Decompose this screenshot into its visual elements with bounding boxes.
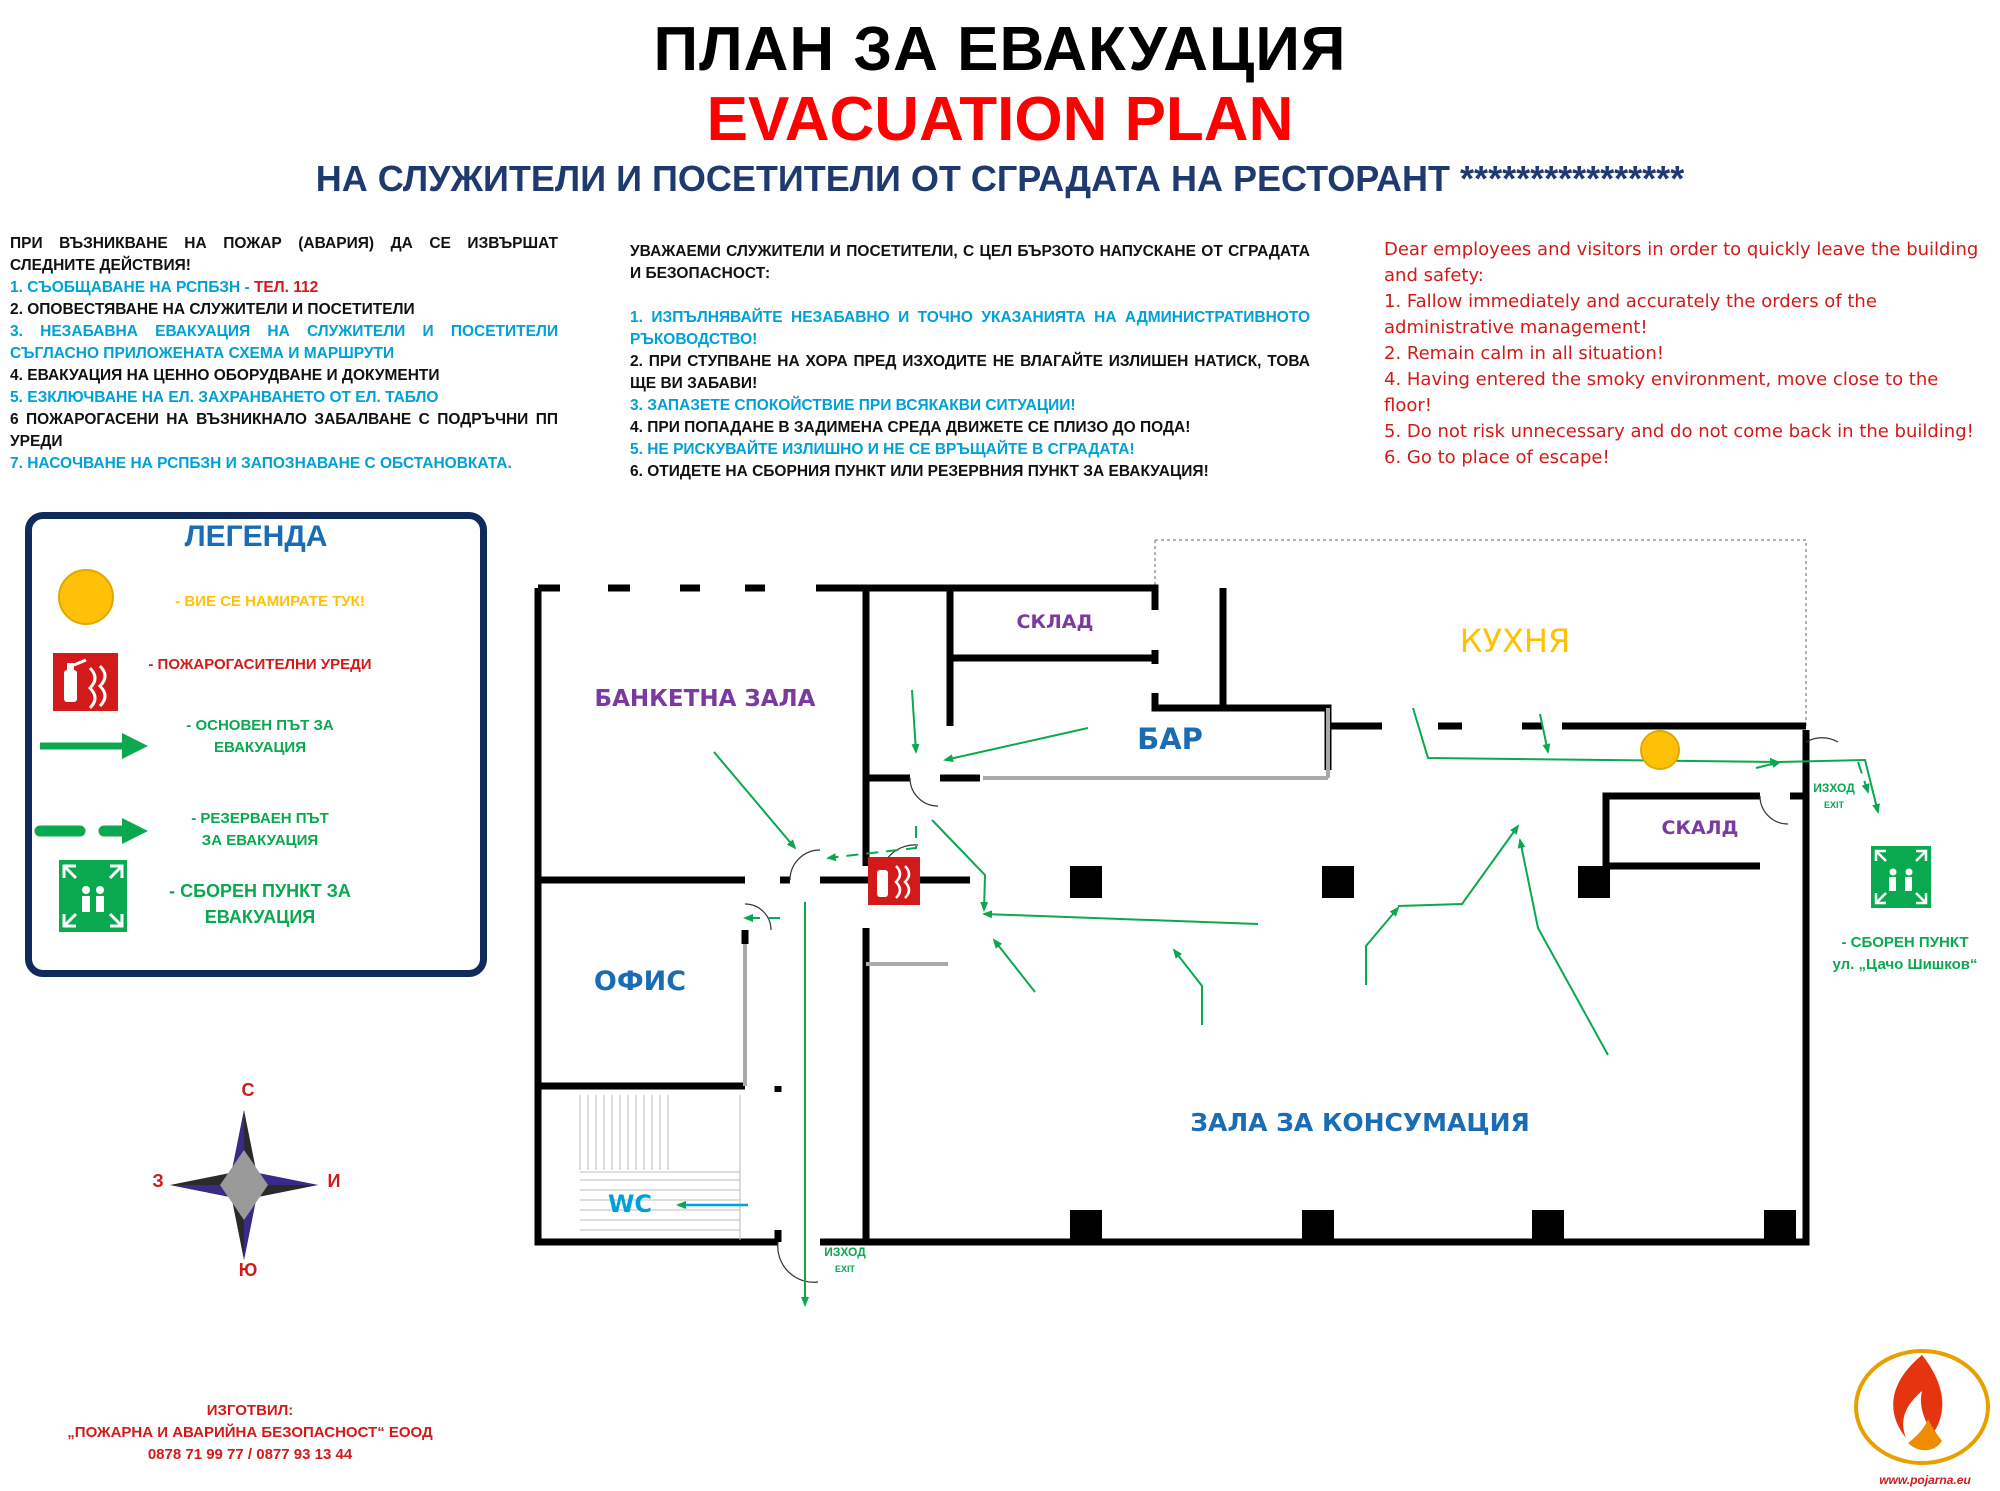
compass-icon [170,1110,318,1260]
visitor-instructions-en: Dear employees and visitors in order to … [1384,237,1984,471]
floor-plan [534,539,1931,1307]
compass-north: С [241,1080,255,1100]
you-are-here-marker [1640,730,1680,770]
legend-box [25,512,487,977]
en-item-4: 4. Having entered the smoky environment,… [1384,369,1939,416]
fire-item-2: 2. ОПОВЕСТЯВАНЕ НА СЛУЖИТЕЛИ И ПОСЕТИТЕЛ… [10,301,415,318]
columns [1070,866,1796,1242]
backup-route-arrow-icon [34,818,148,844]
legend-backup-route: - РЕЗЕРВАЕН ПЪТ ЗА ЕВАКУАЦИЯ [191,810,329,849]
stairs [579,1095,741,1240]
you-are-here-icon [58,569,114,625]
room-office: ОФИС [593,966,687,997]
room-kitchen: КУХНЯ [1459,622,1571,660]
page-title-bg: ПЛАН ЗА ЕВАКУАЦИЯ [653,15,1347,84]
thin-walls [743,708,1330,1086]
kitchen-outline [1154,539,1807,726]
compass-south: Ю [238,1260,258,1280]
assembly-point-label: - СБОРЕН ПУНКТ ул. „Цачо Шишков“ [1810,932,2000,976]
fire-item-3: 3. НЕЗАБАВНА ЕВАКУАЦИЯ НА СЛУЖИТЕЛИ И ПО… [10,323,558,362]
en-item-5: 5. Do not risk unnecessary and do not co… [1384,421,1974,442]
company-logo-icon [1854,1349,1990,1465]
fire-item-1: 1. СЪОБЩАВАНЕ НА РСПБЗН - ТЕЛ. 112 [10,279,319,296]
exit-label-south-en: EXIT [834,1264,855,1274]
assembly-point-line2: ул. „Цачо Шишков“ [1832,956,1978,973]
exit-label-east-en: EXIT [1823,800,1844,810]
exit-label-east: ИЗХОД [1813,781,1855,795]
fire-item-4: 4. ЕВАКУАЦИЯ НА ЦЕННО ОБОРУДВАНЕ И ДОКУМ… [10,367,440,384]
assembly-point-line1: - СБОРЕН ПУНКТ [1841,934,1969,951]
room-dining: ЗАЛА ЗА КОНСУМАЦИЯ [1190,1108,1530,1137]
en-item-2: 2. Remain calm in all situation! [1384,343,1665,364]
room-warehouse-2: СКАЛД [1661,817,1739,839]
extinguisher-icon [53,653,118,711]
fire-intro: ПРИ ВЪЗНИКВАНЕ НА ПОЖАР (АВАРИЯ) ДА СЕ И… [10,235,558,274]
bg-item-6: 6. ОТИДЕТЕ НА СБОРНИЯ ПУНКТ ИЛИ РЕЗЕРВНИ… [630,463,1209,480]
en-item-1: 1. Fallow immediately and accurately the… [1384,291,1877,338]
room-banquet: БАНКЕТНА ЗАЛА [594,686,816,712]
legend-symbols [34,569,148,932]
backup-routes [743,761,1870,922]
legend-assembly: - СБОРЕН ПУНКТ ЗА ЕВАКУАЦИЯ [169,881,351,927]
map-assembly-point-icon [1871,846,1931,908]
en-intro: Dear employees and visitors in order to … [1384,239,1979,286]
page-subtitle: НА СЛУЖИТЕЛИ И ПОСЕТИТЕЛИ ОТ СГРАДАТА НА… [315,158,1685,199]
main-route-arrow-icon [40,733,148,759]
legend-title: ЛЕГЕНДА [184,520,328,553]
fire-item-7: 7. НАСОЧВАНЕ НА РСПБЗН И ЗАПОЗНАВАНЕ С О… [10,455,512,472]
legend-you-are-here: - ВИЕ СЕ НАМИРАТЕ ТУК! [175,593,365,610]
legend-main-route: - ОСНОВЕН ПЪТ ЗА ЕВАКУАЦИЯ [186,717,334,756]
main-routes [713,689,1880,1307]
room-wc: WC [607,1190,653,1218]
footer-website: www.pojarna.eu [1879,1473,1971,1487]
page-title-en: EVACUATION PLAN [706,85,1294,154]
fire-item-6: 6 ПОЖАРОГАСЕНИ НА ВЪЗНИКНАЛО ЗАБАЛВАНЕ С… [10,411,558,450]
bg-intro: УВАЖАЕМИ СЛУЖИТЕЛИ И ПОСЕТИТЕЛИ, С ЦЕЛ Б… [630,243,1310,282]
fire-instructions: ПРИ ВЪЗНИКВАНЕ НА ПОЖАР (АВАРИЯ) ДА СЕ И… [10,233,558,475]
footer-company: „ПОЖАРНА И АВАРИЙНА БЕЗОПАСНОСТ“ ЕООД [67,1424,433,1441]
compass-west: З [152,1171,164,1191]
compass-east: И [327,1171,341,1191]
bg-item-2: 2. ПРИ СТУПВАНЕ НА ХОРА ПРЕД ИЗХОДИТЕ НЕ… [630,353,1310,392]
legend-extinguishers: - ПОЖАРОГАСИТЕЛНИ УРЕДИ [148,656,372,673]
footer-credits: ИЗГОТВИЛ: „ПОЖАРНА И АВАРИЙНА БЕЗОПАСНОС… [20,1400,480,1466]
assembly-point-icon [59,860,127,932]
bg-item-3: 3. ЗАПАЗЕТЕ СПОКОЙСТВИЕ ПРИ ВСЯКАКВИ СИТ… [630,397,1076,414]
emergency-phone: ТЕЛ. 112 [253,279,319,296]
bg-item-5: 5. НЕ РИСКУВАЙТЕ ИЗЛИШНО И НЕ СЕ ВРЪЩАЙТ… [630,441,1135,458]
en-item-6: 6. Go to place of escape! [1384,447,1610,468]
fire-item-5: 5. ЕЗКЛЮЧВАНЕ НА ЕЛ. ЗАХРАНВАНЕТО ОТ ЕЛ.… [10,389,439,406]
footer-prepared-by: ИЗГОТВИЛ: [206,1402,294,1419]
footer-phones: 0878 71 99 77 / 0877 93 13 44 [147,1446,353,1463]
room-bar: БАР [1137,722,1203,756]
visitor-instructions-bg: УВАЖАЕМИ СЛУЖИТЕЛИ И ПОСЕТИТЕЛИ, С ЦЕЛ Б… [630,241,1310,483]
map-extinguisher-icon [868,857,920,905]
bg-item-1: 1. ИЗПЪЛНЯВАЙТЕ НЕЗАБАВНО И ТОЧНО УКАЗАН… [630,309,1310,348]
room-warehouse-1: СКЛАД [1016,611,1094,633]
bg-item-4: 4. ПРИ ПОПАДАНЕ В ЗАДИМЕНА СРЕДА ДВИЖЕТЕ… [630,419,1191,436]
walls [534,584,1810,1246]
exit-label-south: ИЗХОД [824,1245,866,1259]
